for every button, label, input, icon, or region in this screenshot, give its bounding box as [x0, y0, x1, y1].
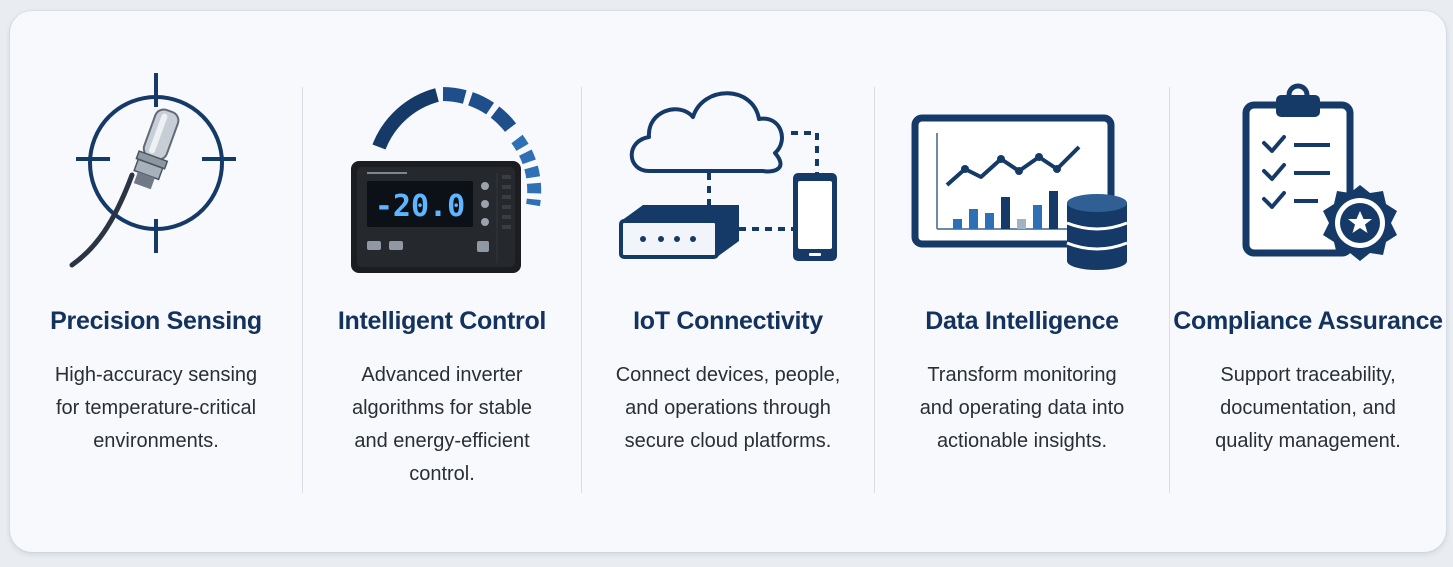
- feature-description: Support traceability, documentation, and…: [1170, 359, 1446, 458]
- feature-data-intelligence: Data Intelligence Transform monitoring a…: [875, 11, 1169, 552]
- analytics-dashboard-icon: [875, 73, 1169, 273]
- description-line: actionable insights.: [936, 430, 1108, 452]
- feature-precision-sensing: Precision Sensing High-accuracy sensing …: [20, 11, 292, 552]
- description-line: algorithms for stable: [351, 397, 533, 419]
- description-line: quality management.: [1215, 430, 1401, 452]
- description-line: Connect devices, people,: [615, 364, 841, 386]
- divider: [302, 87, 303, 493]
- divider: [581, 87, 582, 493]
- description-line: secure cloud platforms.: [624, 430, 832, 452]
- display-readout: -20.0: [375, 189, 465, 224]
- feature-title: Data Intelligence: [925, 307, 1119, 335]
- digital-controller-icon: -20.0: [303, 73, 581, 273]
- description-line: and energy-efficient: [354, 430, 530, 452]
- description-line: High-accuracy sensing: [54, 364, 258, 386]
- description-line: Transform monitoring: [927, 364, 1117, 386]
- temperature-probe-icon: [20, 73, 292, 273]
- description-line: environments.: [93, 430, 219, 452]
- divider: [874, 87, 875, 493]
- feature-description: Advanced inverter algorithms for stable …: [303, 359, 581, 491]
- description-line: and operations through: [625, 397, 831, 419]
- description-line: control.: [409, 463, 475, 485]
- feature-description: Connect devices, people, and operations …: [582, 359, 874, 458]
- features-card: Precision Sensing High-accuracy sensing …: [10, 11, 1446, 552]
- feature-title: IoT Connectivity: [633, 307, 823, 335]
- feature-title: Precision Sensing: [50, 307, 262, 335]
- description-line: Advanced inverter: [361, 364, 523, 386]
- feature-description: High-accuracy sensing for temperature-cr…: [20, 359, 292, 458]
- compliance-clipboard-icon: [1170, 73, 1446, 273]
- feature-title: Compliance Assurance: [1173, 307, 1443, 335]
- feature-compliance-assurance: Compliance Assurance Support traceabilit…: [1170, 11, 1446, 552]
- feature-intelligent-control: -20.0 Intelligent Control Advanced inver…: [303, 11, 581, 552]
- description-line: documentation, and: [1220, 397, 1396, 419]
- cloud-network-icon: [582, 73, 874, 273]
- description-line: for temperature-critical: [55, 397, 257, 419]
- feature-title: Intelligent Control: [337, 307, 547, 335]
- feature-description: Transform monitoring and operating data …: [875, 359, 1169, 458]
- description-line: Support traceability,: [1220, 364, 1396, 386]
- description-line: and operating data into: [919, 397, 1125, 419]
- feature-iot-connectivity: IoT Connectivity Connect devices, people…: [582, 11, 874, 552]
- divider: [1169, 87, 1170, 493]
